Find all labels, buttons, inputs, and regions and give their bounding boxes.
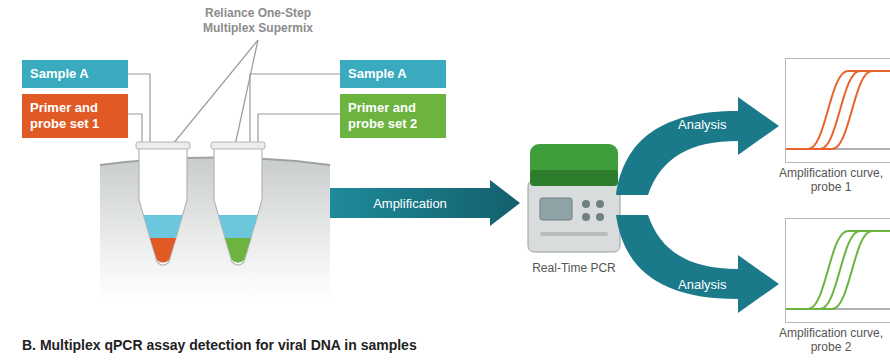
machine-screen	[540, 198, 572, 220]
amplification-curves	[786, 59, 890, 162]
chart-frame	[785, 58, 890, 163]
chart-frame	[785, 218, 890, 323]
panel-caption: B. Multiplex qPCR assay detection for vi…	[22, 337, 542, 354]
amplification-curves	[786, 219, 890, 322]
feed-lines	[128, 40, 340, 150]
box-label: Sample A	[30, 66, 120, 82]
tube-left	[136, 142, 190, 265]
machine-button	[582, 200, 590, 208]
analysis-arrow: Analysis	[616, 215, 781, 315]
machine-vent	[540, 232, 608, 236]
amplification-curve	[786, 231, 890, 309]
machine-lid	[530, 144, 618, 186]
chart-caption: Amplification curve, probe 1	[772, 166, 890, 194]
lid-front	[530, 170, 618, 186]
arrow-body	[330, 180, 520, 226]
machine-body	[528, 180, 620, 252]
tube-right	[211, 142, 265, 265]
analysis-arrow: Analysis	[616, 95, 781, 195]
box-label: Sample A	[348, 66, 438, 82]
machine-button	[582, 213, 590, 221]
pcr-machine: Real-Time PCR	[518, 140, 630, 275]
curved-arrow-body	[616, 215, 779, 313]
amplification-chart: Amplification curve, probe 1	[772, 58, 890, 194]
machine-button	[596, 213, 604, 221]
curved-arrow-shape	[616, 95, 781, 195]
sample-box: Sample A	[340, 60, 446, 88]
curved-arrow-body	[616, 97, 779, 195]
box-label: Primer and probe set 2	[348, 100, 438, 132]
box-label: Primer and probe set 1	[30, 100, 120, 132]
amplification-curve	[786, 71, 890, 149]
supermix-label: Reliance One-Step Multiplex Supermix	[180, 6, 336, 36]
arrow-label: Analysis	[678, 277, 781, 293]
amplification-curve	[786, 71, 890, 149]
amplification-arrow: Amplification	[330, 180, 520, 226]
machine-label: Real-Time PCR	[518, 261, 630, 275]
amplification-curve	[786, 231, 890, 309]
amplification-chart: Amplification curve, probe 2	[772, 218, 890, 354]
amplification-curve	[786, 231, 890, 309]
machine-button	[596, 200, 604, 208]
amplification-curve	[786, 71, 890, 149]
primer-probe-box: Primer and probe set 2	[340, 94, 446, 138]
pcr-machine-icon	[518, 140, 630, 255]
arrow-label: Amplification	[373, 196, 447, 211]
chart-caption: Amplification curve, probe 2	[772, 326, 890, 354]
sample-box: Sample A	[22, 60, 128, 88]
curved-arrow-shape	[616, 215, 781, 315]
primer-probe-box: Primer and probe set 1	[22, 94, 128, 138]
arrow-label: Analysis	[678, 117, 781, 133]
